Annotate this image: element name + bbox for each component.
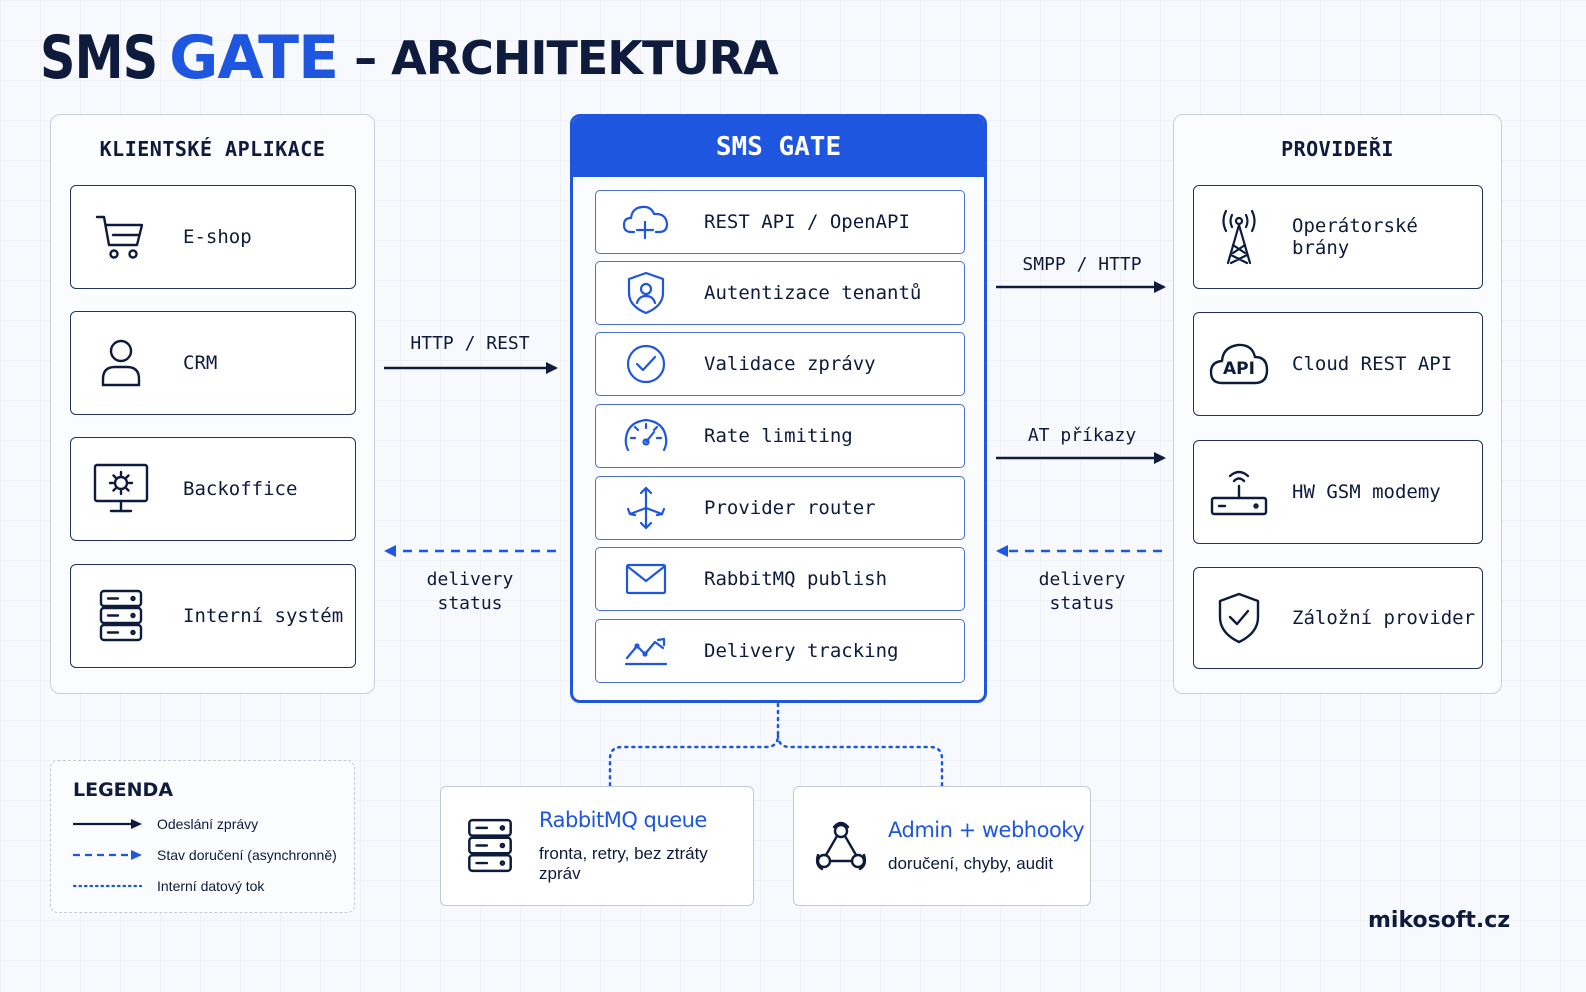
gate-item-label: RabbitMQ publish xyxy=(704,568,888,590)
title-gate: GATE xyxy=(169,23,339,93)
gate-card-rate-limiting[interactable]: Rate limiting xyxy=(595,404,965,468)
sms-gate-title: SMS GATE xyxy=(573,117,984,177)
client-label: E-shop xyxy=(183,226,252,248)
router-arrows-icon xyxy=(596,484,696,532)
modem-icon xyxy=(1194,464,1284,520)
legend-item-solid: Odeslání zprávy xyxy=(73,813,258,835)
provider-label: Záložní provider xyxy=(1292,607,1476,629)
legend-label: Odeslání zprávy xyxy=(157,816,259,832)
cloud-api-icon: API xyxy=(1194,339,1284,389)
legend: LEGENDA Odeslání zprávy Stav doručení (a… xyxy=(50,760,355,913)
label-delivery-status-left: delivery status xyxy=(426,569,514,614)
title-sms: SMS xyxy=(40,23,158,93)
gate-card-autentizace[interactable]: Autentizace tenantů xyxy=(595,261,965,325)
bottom-card-admin-webhooky[interactable]: Admin + webhooky doručení, chyby, audit xyxy=(793,786,1091,906)
bottom-card-title: RabbitMQ queue xyxy=(539,808,707,832)
label-delivery-status-right: delivery status xyxy=(1038,569,1126,614)
provider-label: Cloud REST API xyxy=(1292,353,1453,375)
gate-card-delivery-tracking[interactable]: Delivery tracking xyxy=(595,619,965,683)
legend-item-dashed: Stav doručení (asynchronně) xyxy=(73,844,337,866)
internal-flow-lines xyxy=(608,702,944,788)
providers-panel: PROVIDEŘI Operátorské brány API Cloud RE… xyxy=(1173,114,1502,694)
monitor-gear-icon xyxy=(71,461,171,517)
client-label: CRM xyxy=(183,352,218,374)
provider-card-zalozni-provider[interactable]: Záložní provider xyxy=(1193,567,1483,669)
legend-dashed-arrow-icon xyxy=(73,850,142,860)
trend-chart-icon xyxy=(596,634,696,668)
client-card-crm[interactable]: CRM xyxy=(70,311,356,415)
page-title: SMS GATE – ARCHITEKTURA xyxy=(40,18,779,98)
gate-item-label: Delivery tracking xyxy=(704,640,899,662)
server-stack-icon xyxy=(71,587,171,645)
legend-label: Interní datový tok xyxy=(157,878,265,894)
shield-check-icon xyxy=(1194,591,1284,645)
shopping-cart-icon xyxy=(71,209,171,265)
provider-card-operatorske-brany[interactable]: Operátorské brány xyxy=(1193,185,1483,289)
client-label: Backoffice xyxy=(183,478,298,500)
title-architektura: – ARCHITEKTURA xyxy=(354,31,779,85)
legend-title: LEGENDA xyxy=(73,779,174,801)
bottom-card-rabbitmq-queue[interactable]: RabbitMQ queue fronta, retry, bez ztráty… xyxy=(440,786,754,906)
api-badge-text: API xyxy=(1223,359,1255,379)
gate-card-rest-api[interactable]: REST API / OpenAPI xyxy=(595,190,965,254)
user-icon xyxy=(71,335,171,391)
provider-label: Operátorské brány xyxy=(1292,215,1418,259)
brand-label: mikosoft.cz xyxy=(1368,908,1511,933)
webhook-icon xyxy=(794,817,888,875)
gate-item-label: Validace zprávy xyxy=(704,353,876,375)
gate-item-label: Provider router xyxy=(704,497,876,519)
clients-panel: KLIENTSKÉ APLIKACE E-shop CRM xyxy=(50,114,375,694)
provider-label: HW GSM modemy xyxy=(1292,481,1441,503)
client-card-backoffice[interactable]: Backoffice xyxy=(70,437,356,541)
provider-card-cloud-rest-api[interactable]: API Cloud REST API xyxy=(1193,312,1483,416)
legend-label: Stav doručení (asynchronně) xyxy=(157,847,337,863)
label-smpp-http: SMPP / HTTP xyxy=(1022,254,1142,275)
shield-user-icon xyxy=(596,271,696,315)
client-card-eshop[interactable]: E-shop xyxy=(70,185,356,289)
sms-gate-panel: SMS GATE REST API / OpenAPI Autentizace … xyxy=(570,114,987,703)
providers-panel-title: PROVIDEŘI xyxy=(1281,137,1394,161)
bottom-card-subtitle: doručení, chyby, audit xyxy=(888,854,1054,873)
client-card-interni-system[interactable]: Interní systém xyxy=(70,564,356,668)
gate-item-label: REST API / OpenAPI xyxy=(704,211,910,233)
gate-item-label: Autentizace tenantů xyxy=(704,282,922,304)
server-stack-icon xyxy=(441,816,539,876)
provider-card-hw-gsm-modemy[interactable]: HW GSM modemy xyxy=(1193,440,1483,544)
bottom-card-title: Admin + webhooky xyxy=(888,818,1085,842)
legend-item-dotted: Interní datový tok xyxy=(73,875,264,897)
check-circle-icon xyxy=(596,343,696,385)
client-label: Interní systém xyxy=(183,605,344,627)
label-at-prikazy: AT příkazy xyxy=(1027,425,1137,446)
speedometer-icon xyxy=(596,416,696,456)
label-http-rest: HTTP / REST xyxy=(410,333,530,354)
clients-panel-title: KLIENTSKÉ APLIKACE xyxy=(99,137,326,161)
antenna-tower-icon xyxy=(1194,207,1284,267)
legend-solid-arrow-icon xyxy=(73,819,142,829)
bottom-card-subtitle: fronta, retry, bez ztráty zpráv xyxy=(539,844,708,883)
gate-card-rabbitmq-publish[interactable]: RabbitMQ publish xyxy=(595,547,965,611)
gate-card-provider-router[interactable]: Provider router xyxy=(595,476,965,540)
cloud-plus-icon xyxy=(596,202,696,242)
legend-dotted-line-icon xyxy=(73,884,143,888)
gate-item-label: Rate limiting xyxy=(704,425,853,447)
envelope-icon xyxy=(596,562,696,596)
gate-card-validace[interactable]: Validace zprávy xyxy=(595,332,965,396)
